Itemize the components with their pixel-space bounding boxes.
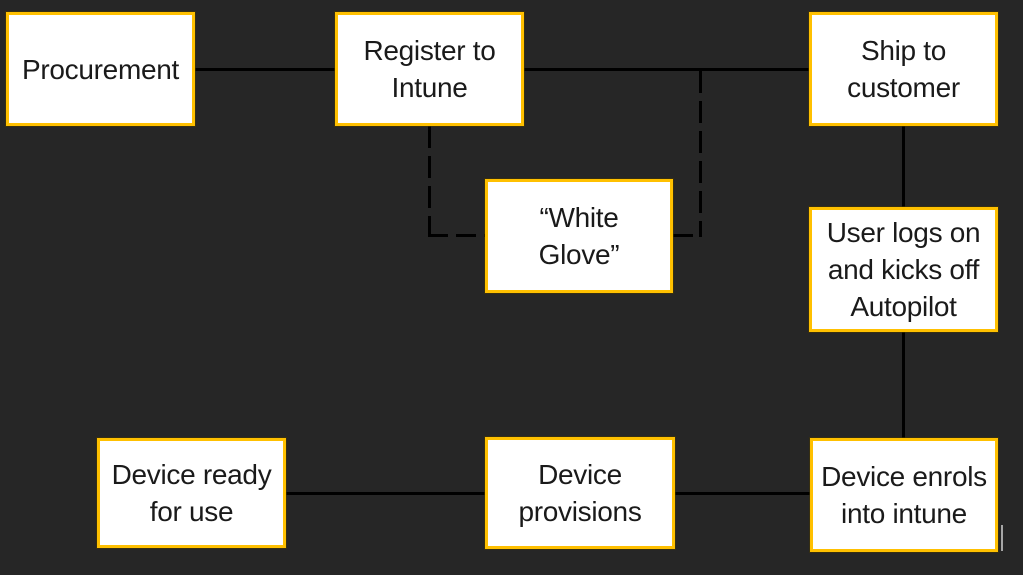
node-ship-to-customer-label: Ship to customer (847, 35, 960, 103)
connector-register-ship (524, 68, 809, 71)
connector-enrols-provisions (675, 492, 810, 495)
dashed-connector-whiteglove-ship-vertical (699, 71, 702, 237)
node-device-enrols-label: Device enrols into intune (821, 461, 987, 529)
dashed-connector-whiteglove-ship-horizontal (673, 234, 700, 237)
text-cursor (1001, 525, 1003, 551)
node-device-ready[interactable]: Device ready for use (97, 438, 286, 548)
connector-userlogs-enrols (902, 332, 905, 438)
node-register-to-intune[interactable]: Register to Intune (335, 12, 524, 126)
node-device-enrols[interactable]: Device enrols into intune (810, 438, 998, 552)
node-procurement[interactable]: Procurement (6, 12, 195, 126)
node-user-logs-on-label: User logs on and kicks off Autopilot (826, 217, 981, 322)
dashed-connector-register-whiteglove-vertical (428, 126, 431, 237)
connector-procurement-register (195, 68, 335, 71)
node-white-glove[interactable]: “White Glove” (485, 179, 673, 293)
connector-provisions-ready (286, 492, 485, 495)
node-device-provisions[interactable]: Device provisions (485, 437, 675, 549)
node-ship-to-customer[interactable]: Ship to customer (809, 12, 998, 126)
node-procurement-label: Procurement (22, 53, 179, 85)
dashed-connector-register-whiteglove-horizontal (428, 234, 485, 237)
node-device-ready-label: Device ready for use (111, 459, 272, 527)
connector-ship-userlogs (902, 126, 905, 207)
node-device-provisions-label: Device provisions (518, 459, 642, 527)
node-user-logs-on[interactable]: User logs on and kicks off Autopilot (809, 207, 998, 332)
node-register-to-intune-label: Register to Intune (363, 35, 496, 103)
node-white-glove-label: “White Glove” (538, 202, 620, 270)
